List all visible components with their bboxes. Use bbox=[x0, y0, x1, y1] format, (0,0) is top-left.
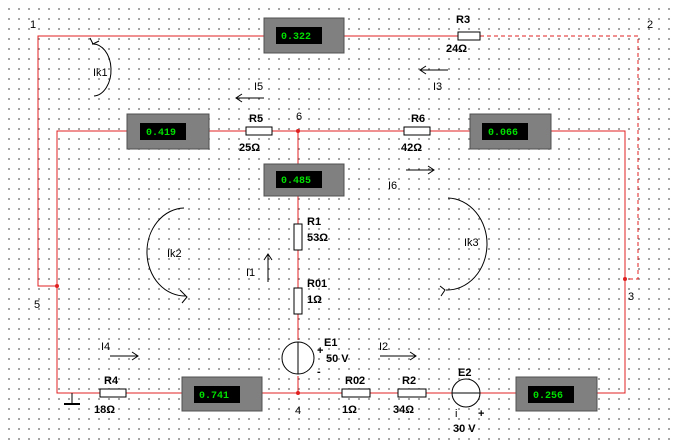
node-label-5: 5 bbox=[34, 299, 40, 311]
current-i5: I5 bbox=[235, 81, 264, 103]
current-i1: I1 bbox=[246, 253, 273, 282]
junction-3 bbox=[623, 277, 627, 281]
resistor-r6-name: R6 bbox=[411, 113, 425, 125]
resistor-r2-name: R2 bbox=[402, 375, 416, 387]
resistor-r01-name: R01 bbox=[307, 278, 327, 290]
wire-top-left bbox=[37, 35, 264, 287]
resistor-r02[interactable]: R02 1Ω bbox=[341, 375, 371, 416]
meter-bottom-left-reading: 0.741 bbox=[199, 391, 229, 402]
current-i1-label: I1 bbox=[246, 267, 255, 279]
meter-left-reading: 0.419 bbox=[146, 128, 176, 139]
loop-ik2-label: Ik2 bbox=[167, 248, 182, 260]
resistor-r4-name: R4 bbox=[104, 375, 119, 387]
current-i4-label: I4 bbox=[101, 341, 110, 353]
ground-symbol bbox=[64, 393, 80, 405]
current-i4: I4 bbox=[101, 341, 139, 361]
loop-ik2: Ik2 bbox=[146, 207, 188, 304]
loop-ik3: Ik3 bbox=[439, 197, 488, 297]
node-label-6: 6 bbox=[296, 111, 302, 123]
wires bbox=[37, 35, 639, 394]
source-e1-value: 50 V bbox=[326, 353, 349, 365]
wire-left-vertical bbox=[56, 130, 127, 394]
junction-4 bbox=[296, 391, 300, 395]
meter-bottom-right-reading: 0.256 bbox=[533, 391, 563, 402]
resistor-r02-value: 1Ω bbox=[342, 404, 357, 416]
resistor-r1-name: R1 bbox=[307, 216, 321, 228]
resistor-r2[interactable]: R2 34Ω bbox=[393, 375, 427, 416]
current-i2: I2 bbox=[379, 341, 417, 361]
source-e1-plus: + bbox=[317, 345, 323, 357]
resistor-r3[interactable]: R3 24Ω bbox=[446, 14, 481, 55]
junction-5 bbox=[55, 284, 59, 288]
current-i2-label: I2 bbox=[379, 341, 388, 353]
current-i5-label: I5 bbox=[254, 81, 263, 93]
source-e2-minus: i bbox=[455, 408, 457, 420]
current-i6: I6 bbox=[388, 165, 435, 192]
wire-top-right bbox=[480, 35, 639, 280]
source-e2-value: 30 V bbox=[453, 423, 476, 435]
source-e2-name: E2 bbox=[458, 367, 471, 379]
resistor-r1[interactable]: R1 53Ω bbox=[293, 216, 328, 251]
meter-center-reading: 0.485 bbox=[281, 176, 311, 187]
resistor-r01-value: 1Ω bbox=[307, 294, 322, 306]
meter-top[interactable]: 0.322 bbox=[263, 17, 345, 54]
node-label-4: 4 bbox=[295, 405, 301, 417]
meter-bottom-right[interactable]: 0.256 bbox=[515, 376, 598, 412]
resistor-r6[interactable]: R6 42Ω bbox=[401, 113, 431, 154]
source-e1-minus: - bbox=[317, 366, 321, 378]
meter-top-reading: 0.322 bbox=[281, 32, 311, 43]
loop-ik3-label: Ik3 bbox=[464, 237, 479, 249]
meter-right[interactable]: 0.066 bbox=[469, 113, 552, 150]
meter-center[interactable]: 0.485 bbox=[263, 163, 345, 197]
resistor-r02-name: R02 bbox=[345, 375, 365, 387]
resistor-r3-value: 24Ω bbox=[446, 43, 467, 55]
source-e2[interactable]: E2 30 V i + bbox=[451, 367, 484, 435]
resistor-r5[interactable]: R5 25Ω bbox=[239, 113, 273, 154]
node-labels: 1 2 3 4 5 6 bbox=[30, 19, 653, 417]
current-i6-label: I6 bbox=[388, 180, 397, 192]
source-e1-name: E1 bbox=[324, 337, 337, 349]
node-label-2: 2 bbox=[647, 19, 653, 31]
resistor-r3-name: R3 bbox=[456, 14, 470, 26]
resistor-r4-value: 18Ω bbox=[94, 404, 115, 416]
source-e1[interactable]: E1 50 V + - bbox=[281, 337, 349, 378]
junctions bbox=[55, 129, 627, 395]
loop-ik1: Ik1 bbox=[89, 37, 112, 97]
meter-right-reading: 0.066 bbox=[488, 128, 518, 139]
meter-bottom-left[interactable]: 0.741 bbox=[181, 376, 263, 412]
wire-right-vertical bbox=[551, 130, 626, 394]
resistor-r2-value: 34Ω bbox=[393, 404, 414, 416]
resistor-r6-value: 42Ω bbox=[401, 142, 422, 154]
source-e2-plus: + bbox=[478, 408, 484, 420]
resistor-r4[interactable]: R4 18Ω bbox=[94, 375, 127, 416]
meter-left[interactable]: 0.419 bbox=[126, 113, 210, 150]
resistor-r1-value: 53Ω bbox=[307, 232, 328, 244]
junction-6 bbox=[296, 129, 300, 133]
node-label-1: 1 bbox=[30, 19, 36, 31]
node-label-3: 3 bbox=[628, 291, 634, 303]
current-i3-label: I3 bbox=[433, 81, 442, 93]
current-i3: I3 bbox=[419, 65, 448, 93]
resistor-r5-name: R5 bbox=[249, 113, 263, 125]
loop-ik1-label: Ik1 bbox=[93, 67, 108, 79]
resistor-r01[interactable]: R01 1Ω bbox=[293, 278, 327, 315]
resistor-r5-value: 25Ω bbox=[239, 142, 260, 154]
